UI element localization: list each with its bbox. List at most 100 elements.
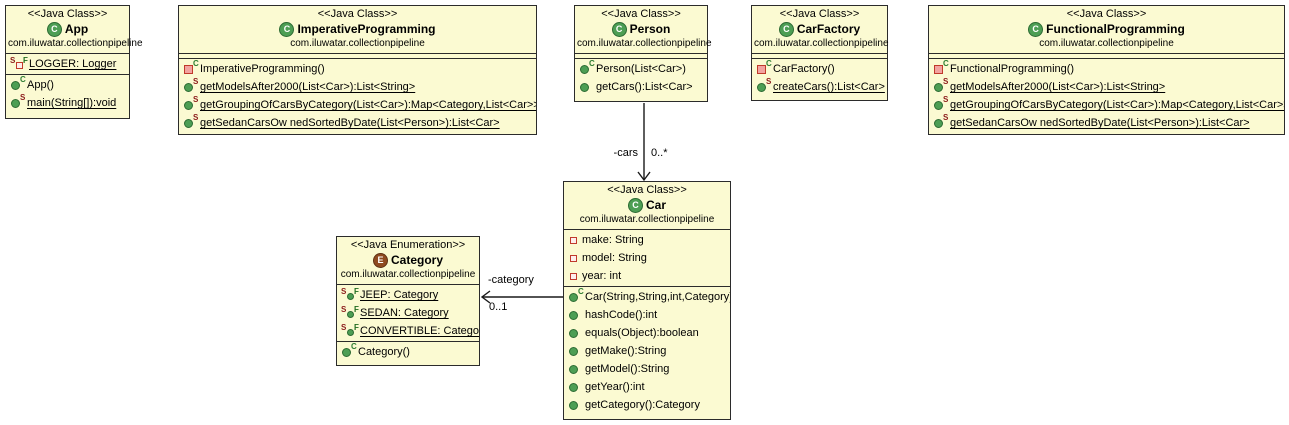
static-marker: S (943, 113, 949, 122)
stereotype-label: <<Java Class>> (27, 8, 108, 20)
method-public-icon (568, 326, 585, 340)
member-label: model: String (582, 252, 647, 264)
uml-method[interactable]: getModel():String (564, 360, 730, 378)
constructor-marker: C (20, 75, 26, 84)
static-modifier-letter: S (341, 287, 347, 296)
constructor-marker: C (943, 59, 949, 68)
member-label: getSedanCarsOw nedSortedByDate(List<Pers… (950, 117, 1250, 129)
uml-method[interactable]: hashCode():int (564, 306, 730, 324)
member-label: CONVERTIBLE: Category (360, 325, 479, 337)
constructor-marker: C (193, 59, 199, 68)
package-name: com.iluwatar.collectionpipeline (754, 38, 889, 49)
field-private-icon (568, 251, 582, 265)
member-label: getModel():String (585, 363, 670, 375)
field-private-icon (16, 62, 23, 69)
uml-method[interactable]: equals(Object):boolean (564, 324, 730, 342)
method-public-icon (568, 308, 585, 322)
member-label: Car(String,String,int,Category) (585, 291, 730, 303)
uml-method[interactable]: getYear():int (564, 378, 730, 396)
method-public-icon: S (183, 114, 200, 130)
uml-method[interactable]: getCars():List<Car> (575, 78, 707, 96)
association-multiplicity-label[interactable]: 0..* (651, 147, 668, 159)
uml-method[interactable]: getMake():String (564, 342, 730, 360)
stereotype-label: <<Java Class>> (779, 8, 860, 20)
class-icon: C (46, 21, 62, 37)
member-label: JEEP: Category (360, 289, 439, 301)
static-modifier-letter: S (10, 56, 16, 65)
stereotype-label: <<Java Class>> (1066, 8, 1147, 20)
stereotype-label: <<Java Class>> (607, 184, 687, 196)
class-icon: C (279, 21, 295, 37)
uml-field[interactable]: model: String (564, 249, 730, 267)
class-name: CarFactory (796, 22, 861, 36)
fields-compartment: make: String model: String year: int (564, 229, 730, 286)
class-icon: C (611, 21, 627, 37)
open-arrowhead-icon (637, 171, 651, 182)
uml-method[interactable]: getCategory():Category (564, 396, 730, 414)
member-label: Person(List<Car>) (596, 63, 686, 75)
association-person-cars-car[interactable] (637, 103, 651, 182)
class-icon: C (1028, 21, 1044, 37)
package-name: com.iluwatar.collectionpipeline (577, 38, 712, 49)
method-public-icon: S (183, 96, 200, 112)
fields-compartment (929, 53, 1284, 58)
member-label: LOGGER: Logger (29, 58, 117, 70)
field-private-icon (568, 233, 582, 247)
method-public-icon: S (183, 78, 200, 94)
class-name: Category (390, 253, 443, 267)
method-private-icon: C (183, 59, 200, 76)
association-role-label[interactable]: -cars (613, 147, 638, 159)
association-car-category-category[interactable] (480, 290, 563, 304)
static-marker: S (943, 95, 949, 104)
uml-field[interactable]: make: String (564, 231, 730, 249)
method-public-icon (568, 398, 585, 412)
class-icon: C (627, 197, 643, 213)
association-multiplicity-label[interactable]: 0..1 (489, 301, 508, 313)
association-role-label[interactable]: -category (488, 274, 534, 286)
uml-field[interactable]: year: int (564, 267, 730, 285)
member-label: hashCode():int (585, 309, 658, 321)
final-modifier-letter: F (23, 56, 28, 65)
static-modifier-letter: S (341, 305, 347, 314)
